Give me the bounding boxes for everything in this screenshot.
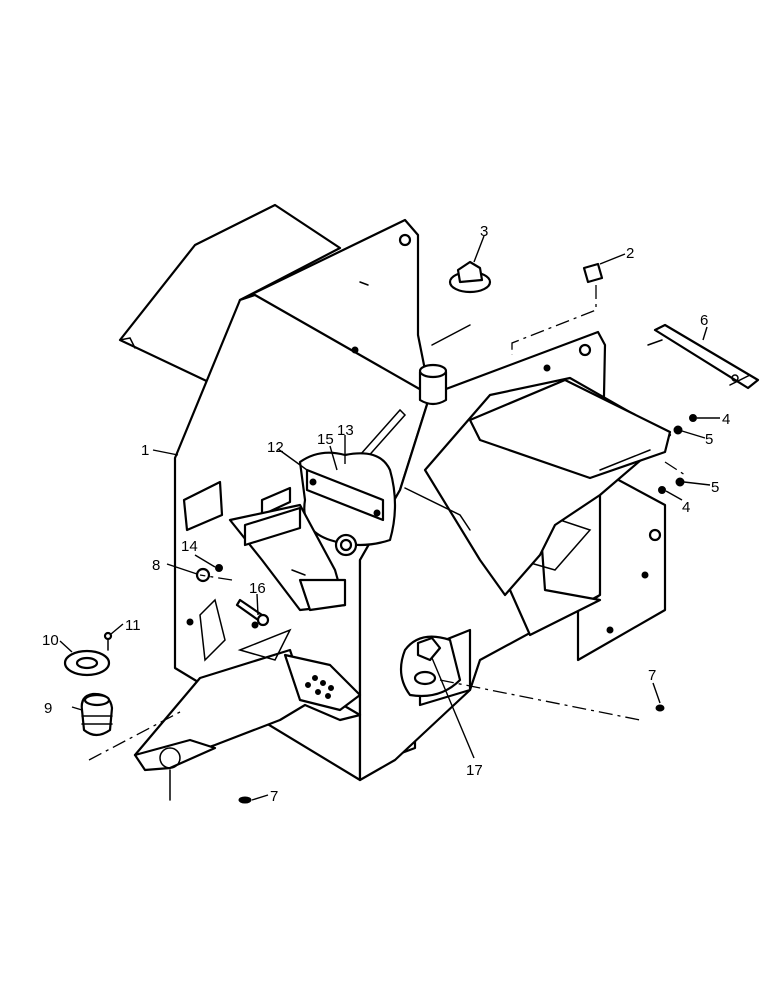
callout-15: 15 xyxy=(317,431,334,448)
part-9-mount xyxy=(80,692,114,737)
callout-8: 8 xyxy=(152,557,160,574)
part-3-cap xyxy=(448,260,492,294)
part-7-pins xyxy=(238,704,665,804)
part-16-bolt xyxy=(235,598,270,627)
callout-7-bottom: 7 xyxy=(270,788,278,805)
part-11-screw xyxy=(103,631,113,651)
callout-11: 11 xyxy=(125,617,141,634)
part-10-flange xyxy=(63,649,111,677)
filler-neck xyxy=(418,324,471,406)
washers-4-5 xyxy=(658,414,697,494)
right-fender xyxy=(423,376,672,597)
callout-3: 3 xyxy=(480,223,488,240)
callout-5-upper: 5 xyxy=(705,431,713,448)
callout-labels: 1 2 3 4 4 5 5 6 7 7 8 9 10 11 12 13 14 1… xyxy=(42,223,730,805)
part-17-plug xyxy=(399,635,462,698)
callout-10: 10 xyxy=(42,632,59,649)
assembly-centre-lines xyxy=(88,285,686,761)
callout-16: 16 xyxy=(249,580,266,597)
callout-13: 13 xyxy=(337,422,354,439)
leader-lines xyxy=(59,235,720,801)
part-6-bar xyxy=(647,323,760,390)
callout-17: 17 xyxy=(466,762,483,779)
part-2-nut xyxy=(582,262,604,284)
callout-4-lower: 4 xyxy=(682,499,690,516)
callout-4-upper: 4 xyxy=(722,411,730,428)
callout-5-lower: 5 xyxy=(711,479,719,496)
part-14-nut xyxy=(215,564,223,572)
cutaway-bracket xyxy=(298,451,397,557)
callout-12: 12 xyxy=(267,439,284,456)
handle-rod xyxy=(359,408,471,531)
callout-6: 6 xyxy=(700,312,708,329)
callout-7-right: 7 xyxy=(648,667,656,684)
base-frame xyxy=(133,598,362,801)
front-panel-details xyxy=(182,480,347,612)
callout-14: 14 xyxy=(181,538,198,555)
callout-1: 1 xyxy=(141,442,149,459)
callout-2: 2 xyxy=(626,245,634,262)
callout-9: 9 xyxy=(44,700,52,717)
